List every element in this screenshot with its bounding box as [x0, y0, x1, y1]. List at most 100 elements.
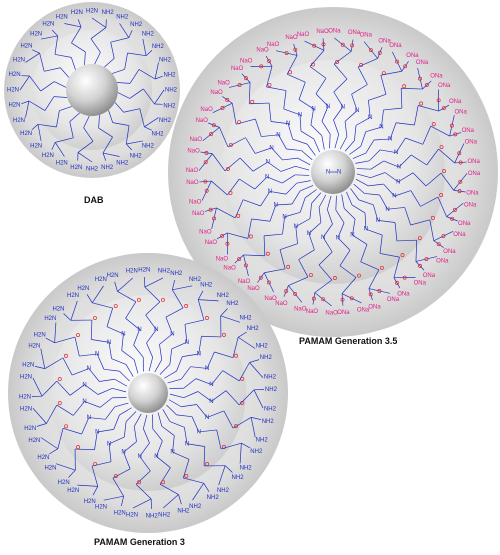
atom-label-sodium-left: NaO [187, 149, 200, 155]
atom-label-amine: NH2 [142, 32, 155, 38]
atom-label-amine: NH2 [164, 72, 177, 78]
atom-label-amine: NH2 [146, 514, 159, 520]
atom-label-amine: NH2 [262, 419, 275, 425]
atom-label-nitrogen: N [311, 107, 315, 113]
atom-label-sodium-right: ONa [438, 83, 451, 89]
atom-label-sodium-left: NaO [200, 107, 213, 113]
atom-label-sodium-left: NaO [247, 286, 260, 292]
atom-label-sodium-right: ONa [466, 191, 479, 197]
atom-label-amine: NH2 [142, 143, 155, 149]
atom-label-amine-alt: H2N [13, 57, 25, 63]
atom-label-sodium-right: ONa [449, 99, 462, 105]
atom-label-amine: NH2 [226, 301, 239, 307]
atom-label-sodium-left: NaO [325, 311, 338, 317]
atom-label-sodium-right: ONa [357, 307, 370, 313]
atom-label-amine-alt: H2N [56, 161, 68, 167]
atom-label-sodium-right: ONa [328, 29, 341, 35]
atom-label-amine-alt: H2N [52, 306, 64, 312]
atom-label-sodium-right: ONa [467, 159, 480, 165]
atom-label-amine: NH2 [250, 449, 263, 455]
atom-label-amine: NH2 [159, 57, 172, 63]
pamam-g3-dendrimer: NNH2NH2NNH2NH2NNH2NH2NNH2NH2NNH2NH2NNH2N… [8, 253, 288, 533]
atom-label-sodium-left: NaO [190, 137, 203, 143]
atom-label-sodium-left: NaO [256, 47, 269, 53]
atom-label-amine: NH2 [189, 504, 202, 510]
atom-label-amine: NH2 [200, 282, 213, 288]
caption-dab: DAB [84, 195, 104, 205]
atom-label-amine-alt: H2N [77, 286, 89, 292]
atom-label-amine-alt: H2N [71, 10, 83, 16]
atom-label-amine-alt: H2N [22, 362, 34, 368]
atom-label-amine-alt: H2N [20, 43, 32, 49]
atom-label-amine: NH2 [265, 387, 278, 393]
atom-label-sodium-left: NaO [192, 211, 205, 217]
atom-label-amine-alt: H2N [70, 165, 82, 171]
atom-label-sodium-right: ONa [458, 221, 471, 227]
atom-label-sodium-right: ONa [337, 310, 350, 316]
atom-label-amine-alt: H2N [28, 344, 40, 350]
atom-label-amine: NH2 [116, 161, 129, 167]
atom-label-sodium-left: NaO [316, 29, 329, 35]
atom-label-amine: NH2 [116, 15, 129, 21]
atom-label-amine: NH2 [264, 374, 277, 380]
atom-label-amine: NH2 [240, 465, 253, 471]
atom-label-amine-alt: H2N [28, 438, 40, 444]
atom-label-amine-alt: H2N [84, 499, 96, 505]
atom-label-sodium-right: ONa [430, 74, 443, 80]
atom-label-amine: NH2 [163, 103, 176, 109]
atom-label-amine: NH2 [232, 475, 245, 481]
atom-label-nitrogen: N [392, 194, 396, 200]
atom-label-amine: NH2 [207, 495, 220, 501]
atom-label-nitrogen: N [82, 399, 86, 405]
atom-label-nitrogen: N [82, 382, 86, 388]
atom-label-amine-alt: H2N [34, 332, 46, 338]
atom-label-sodium-right: ONa [397, 292, 410, 298]
atom-label-amine: NH2 [152, 44, 165, 50]
atom-label-sodium-left: NaO [267, 42, 280, 48]
atom-label-nitrogen: N [121, 331, 125, 337]
atom-label-sodium-left: NaO [264, 296, 277, 302]
atom-label-sodium-right: ONa [368, 304, 381, 310]
atom-label-sodium-left: NaO [199, 229, 212, 235]
atom-label-amine: NH2 [130, 22, 143, 28]
dab-dendrimer: NH2NH2NH2NH2NH2NH2NH2NH2NH2H2NH2NH2NH2NH… [4, 2, 180, 178]
atom-label-nitrogen: N [337, 170, 341, 176]
atom-label-amine-alt: H2N [86, 9, 98, 15]
atom-label-amine-alt: H2N [44, 316, 56, 322]
atom-label-amine: NH2 [159, 118, 172, 124]
dab-core [66, 64, 118, 116]
atom-label-nitrogen: N [326, 170, 330, 176]
atom-label-amine: NH2 [256, 343, 269, 349]
atom-label-amine: NH2 [86, 167, 99, 173]
atom-label-sodium-left: NaO [240, 58, 253, 64]
atom-label-amine-alt: H2N [13, 118, 25, 124]
atom-label-nitrogen: N [205, 415, 209, 421]
atom-label-amine-alt: H2N [126, 513, 138, 519]
atom-label-sodium-right: ONa [416, 60, 429, 66]
atom-label-sodium-right: ONa [360, 32, 373, 38]
atom-label-nitrogen: N [170, 331, 174, 337]
atom-label-amine-alt: H2N [30, 32, 42, 38]
atom-label-nitrogen: N [394, 150, 398, 156]
atom-label-sodium-left: NaO [216, 256, 229, 262]
atom-label-sodium-right: ONa [436, 259, 449, 265]
atom-label-sodium-left: NaO [306, 309, 319, 315]
atom-label-sodium-left: NaO [189, 200, 202, 206]
atom-label-amine-alt: H2N [37, 455, 49, 461]
atom-label-nitrogen: N [355, 108, 359, 114]
atom-label-sodium-right: ONa [423, 273, 436, 279]
atom-label-nitrogen: N [276, 132, 280, 138]
atom-label-amine-alt: H2N [58, 480, 70, 486]
atom-label-sodium-right: ONa [468, 171, 481, 177]
atom-label-amine: NH2 [260, 355, 273, 361]
atom-label-amine: NH2 [170, 271, 183, 277]
atom-label-nitrogen: N [197, 429, 201, 435]
atom-label-sodium-right: ONa [465, 140, 478, 146]
atom-label-nitrogen: N [396, 179, 400, 185]
atom-label-sodium-left: NaO [238, 279, 251, 285]
atom-label-nitrogen: N [154, 454, 158, 460]
pamam-g3-core [128, 373, 168, 413]
atom-label-amine-alt: H2N [95, 504, 107, 510]
atom-label-amine-alt: H2N [42, 153, 54, 159]
